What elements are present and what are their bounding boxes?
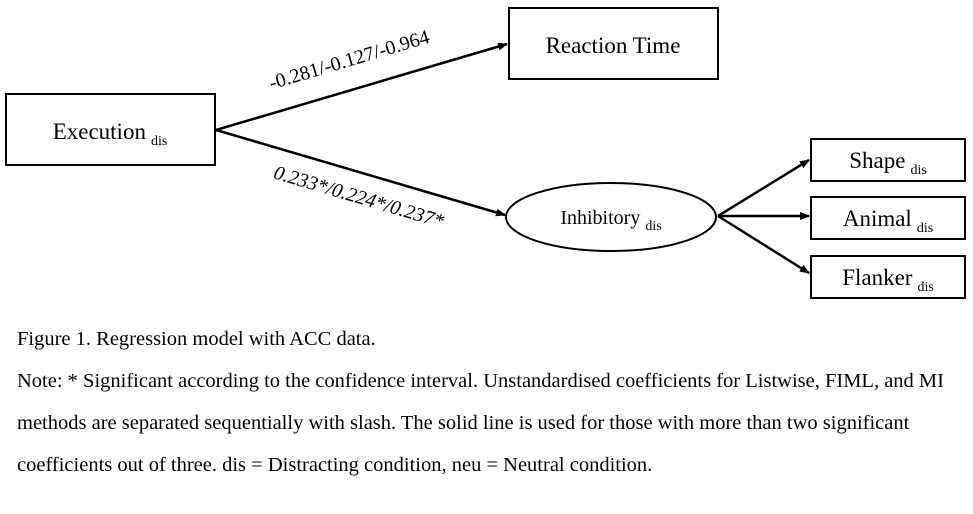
arrow-inhibitory-to-shape — [717, 158, 810, 218]
arrow-execution-to-inhibitory — [215, 128, 506, 217]
node-shape: Shape dis — [810, 138, 966, 182]
figure-caption: Figure 1. Regression model with ACC data… — [17, 318, 962, 486]
node-shape-label: Shape — [849, 148, 905, 173]
node-animal-subscript: dis — [917, 221, 933, 236]
node-shape-subscript: dis — [910, 163, 926, 178]
coefficient-label-reaction-time: -0.281/-0.127/-0.964 — [267, 26, 433, 94]
node-execution-subscript: dis — [151, 134, 167, 149]
node-inhibitory-subscript: dis — [645, 219, 661, 234]
node-reaction-time-label: Reaction Time — [546, 33, 681, 58]
figure-title: Figure 1. Regression model with ACC data… — [17, 328, 376, 350]
path-diagram: Execution dis Reaction Time Inhibitory dis… — [5, 7, 966, 299]
node-animal-label: Animal — [843, 206, 912, 231]
node-execution-label: Execution — [53, 119, 147, 144]
node-animal: Animal dis — [810, 196, 966, 240]
node-reaction-time: Reaction Time — [508, 7, 719, 80]
arrow-execution-to-reaction-time — [215, 42, 508, 132]
node-flanker-subscript: dis — [917, 280, 933, 295]
node-flanker-label: Flanker — [842, 265, 913, 290]
node-inhibitory-label: Inhibitory — [560, 207, 640, 229]
node-inhibitory: Inhibitory dis — [505, 182, 717, 252]
figure-note: Note: * Significant according to the con… — [17, 370, 944, 476]
node-execution: Execution dis — [5, 93, 216, 166]
node-flanker: Flanker dis — [810, 255, 966, 299]
arrow-inhibitory-to-flanker — [717, 214, 810, 275]
